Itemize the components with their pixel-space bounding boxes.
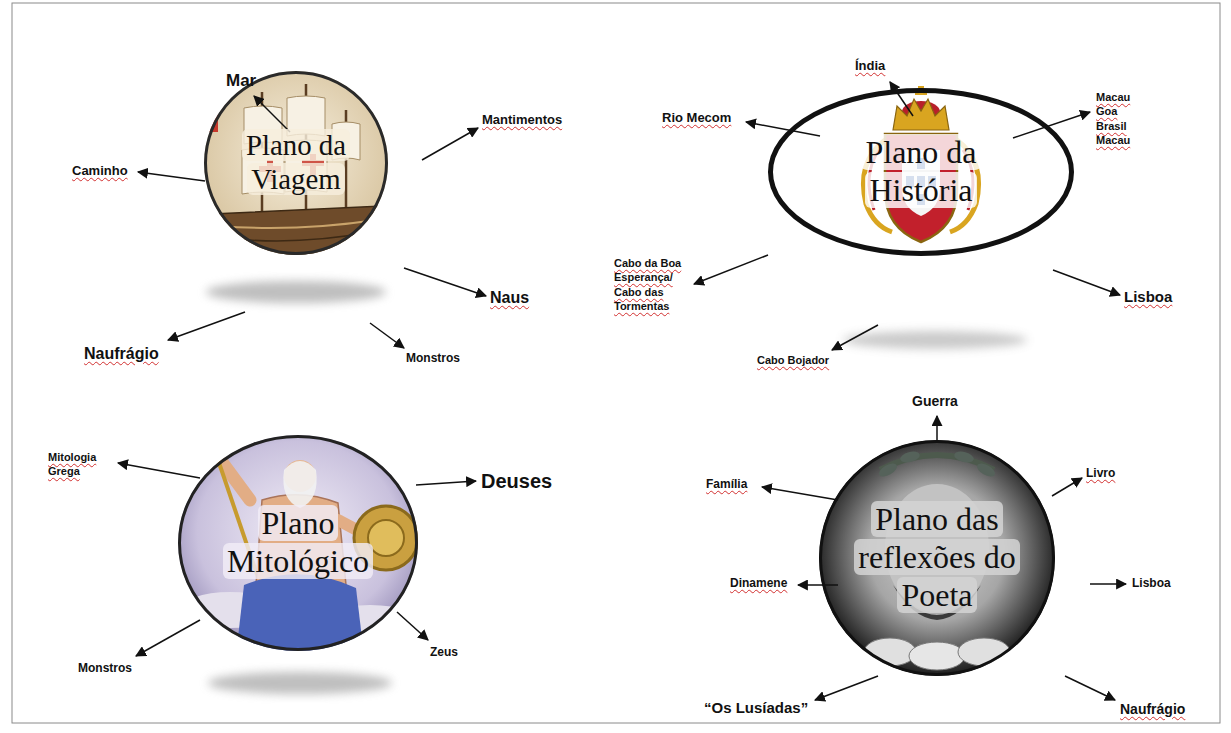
leader-arrow xyxy=(416,481,476,485)
drop-shadow xyxy=(843,331,1027,349)
leader-arrow xyxy=(832,325,878,350)
leader-arrow xyxy=(798,584,838,586)
drop-shadow xyxy=(208,672,392,694)
topic-label: Guerra xyxy=(912,392,958,410)
plan-ellipse: Plano da História xyxy=(768,88,1074,256)
topic-label: Naus xyxy=(490,288,529,309)
topic-label: Deuses xyxy=(481,468,552,494)
title-block: Plano das reflexões do Poeta xyxy=(840,501,1035,614)
topic-label: Mar xyxy=(226,70,256,92)
topic-label: Lisboa xyxy=(1132,576,1171,592)
topic-label: “Os Lusíadas” xyxy=(704,698,808,718)
title-block: Plano da Viagem xyxy=(218,129,374,197)
leader-arrow xyxy=(136,620,200,656)
ellipse-border xyxy=(771,91,1072,254)
ellipse-border xyxy=(821,442,1054,675)
plan-ellipse: Plano das reflexões do Poeta xyxy=(819,440,1055,676)
leader-arrow xyxy=(138,172,205,181)
title-block: Plano Mitológico xyxy=(218,505,378,581)
leader-arrow xyxy=(694,255,768,284)
leader-arrow xyxy=(746,122,820,136)
plan-title-box: Plano da História xyxy=(836,134,1006,210)
leader-arrow xyxy=(370,323,404,348)
plan-title-box: Plano Mitológico xyxy=(218,505,378,581)
topic-label: Cabo da Boa Esperança/ Cabo das Tormenta… xyxy=(614,256,694,313)
leader-arrow xyxy=(1053,270,1120,295)
leader-arrow xyxy=(254,96,290,132)
topic-label: Mantimentos xyxy=(482,112,562,129)
topic-label: Lisboa xyxy=(1124,287,1172,307)
plan-ellipse: Plano da Viagem xyxy=(204,71,388,255)
leader-arrow xyxy=(936,416,938,440)
leader-arrow xyxy=(1052,478,1082,496)
topic-label: Monstros xyxy=(406,351,460,367)
topic-label: Macau Goa Brasil Macau xyxy=(1096,90,1144,147)
topic-label: Rio Mecom xyxy=(662,110,731,127)
plan-title: Plano das reflexões do Poeta xyxy=(854,501,1019,613)
leader-arrow xyxy=(168,312,245,340)
leader-arrow xyxy=(397,612,428,640)
topic-label: Família xyxy=(706,477,747,493)
leader-arrow xyxy=(890,82,913,116)
topic-label: Caminho xyxy=(72,163,128,180)
leader-arrow xyxy=(422,128,478,160)
topic-label: Dinamene xyxy=(730,576,787,592)
topic-label: Livro xyxy=(1086,466,1115,482)
ship-illustration xyxy=(204,71,398,260)
drop-shadow xyxy=(206,281,386,303)
topic-label: Índia xyxy=(855,58,885,75)
plan-title-box: Plano da Viagem xyxy=(218,129,374,197)
zeus-illustration xyxy=(178,420,425,655)
poet-portrait xyxy=(819,440,1055,676)
leader-arrow xyxy=(404,268,486,296)
leader-arrow xyxy=(118,463,200,478)
plan-title-box: Plano das reflexões do Poeta xyxy=(840,501,1035,614)
plan-title: Plano da Viagem xyxy=(242,129,350,195)
topic-label: Cabo Bojador xyxy=(757,353,829,367)
frame-border xyxy=(12,3,1220,723)
leader-arrow xyxy=(1065,676,1115,700)
coat-of-arms xyxy=(768,86,1074,256)
leader-arrows xyxy=(118,82,1126,700)
leader-arrow xyxy=(762,487,838,500)
topic-label: Mitologia Grega xyxy=(48,450,110,479)
topic-label: Naufrágio xyxy=(1120,700,1185,718)
plan-ellipse: Plano Mitológico xyxy=(178,435,418,651)
topic-label: Monstros xyxy=(78,661,132,677)
topic-label: Zeus xyxy=(430,645,458,661)
topic-label: Naufrágio xyxy=(84,344,159,365)
plan-title: Plano Mitológico xyxy=(223,505,373,579)
ellipse-border xyxy=(206,73,387,254)
leader-arrow xyxy=(815,676,878,700)
plan-title: Plano da História xyxy=(861,134,980,208)
title-block: Plano da História xyxy=(836,134,1006,210)
leader-arrow xyxy=(1090,583,1126,585)
ellipse-border xyxy=(180,437,417,650)
